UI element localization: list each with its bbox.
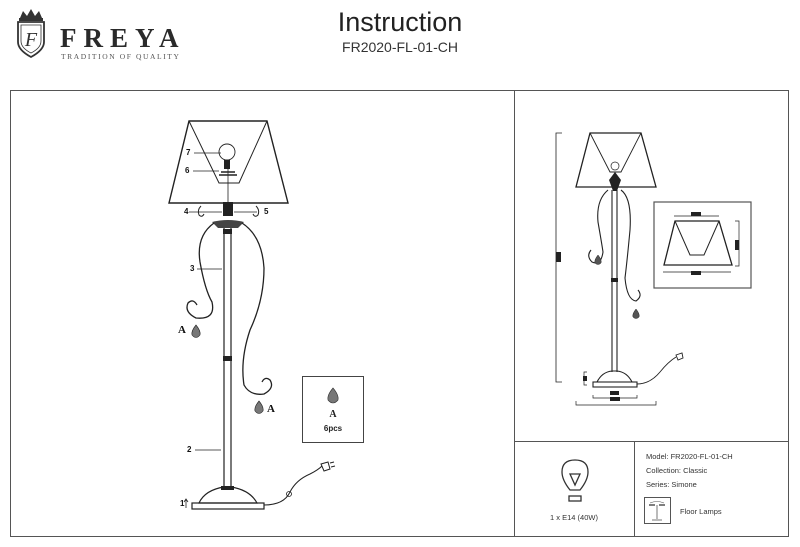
pendant-left [191, 324, 201, 338]
dim-lamp-shade [575, 132, 657, 188]
pendant-label-right: A [267, 403, 275, 415]
brand-tagline: TRADITION OF QUALITY [61, 52, 181, 61]
page-title: Instruction [337, 7, 463, 37]
dimension-panel [514, 90, 789, 537]
callout-7: 7 [186, 148, 191, 157]
lamp-shade [168, 120, 289, 204]
arm-right-part [241, 222, 273, 395]
callout-5: 5 [264, 207, 269, 216]
callout-6: 6 [185, 166, 190, 175]
pendant-part-icon [327, 387, 339, 404]
part-label: A [329, 409, 337, 420]
floor-lamp-icon [649, 501, 665, 521]
part-quantity: 6pcs [323, 424, 343, 433]
brand-name: FREYA [60, 23, 186, 53]
dimension-lamp-drawing [555, 132, 684, 406]
power-cable [263, 465, 323, 506]
spec-collection: Collection: Classic [646, 466, 708, 475]
callout-3: 3 [190, 264, 195, 273]
plug-icon [320, 461, 336, 472]
spec-model: Model: FR2020-FL-01-CH [646, 452, 733, 461]
brand-logo: F FREYA TRADITION OF QUALITY [14, 8, 194, 61]
callout-2: 2 [187, 445, 192, 454]
pendant-right [254, 400, 264, 414]
callout-4: 4 [184, 207, 189, 216]
bulb-spec: 1 x E14 (40W) [550, 513, 598, 522]
stem-part [223, 228, 232, 488]
shade-detail-drawing [653, 201, 752, 289]
arm-left-part [186, 222, 215, 319]
assembly-panel [10, 90, 514, 537]
svg-text:F: F [24, 29, 38, 51]
bulb-part [218, 143, 236, 169]
hook-left-part [197, 205, 205, 217]
pendant-label-left: A [178, 324, 186, 336]
assembly-lamp-drawing [168, 120, 336, 510]
base-part [191, 486, 265, 510]
light-bulb-icon [561, 459, 589, 502]
hook-right-part [252, 205, 260, 217]
crest-icon: F [17, 9, 45, 58]
top-fitting-part [223, 202, 233, 216]
legend-divider [514, 441, 789, 442]
parts-box: A 6pcs [302, 376, 364, 443]
legend-column-divider [634, 441, 635, 537]
overall-width-dimension-line [575, 401, 657, 406]
model-code: FR2020-FL-01-CH [342, 39, 458, 55]
lamp-type-frame [644, 497, 671, 524]
spec-series: Series: Simone [646, 480, 697, 489]
lamp-type-label: Floor Lamps [680, 507, 722, 516]
callout-1: 1 [180, 499, 185, 508]
